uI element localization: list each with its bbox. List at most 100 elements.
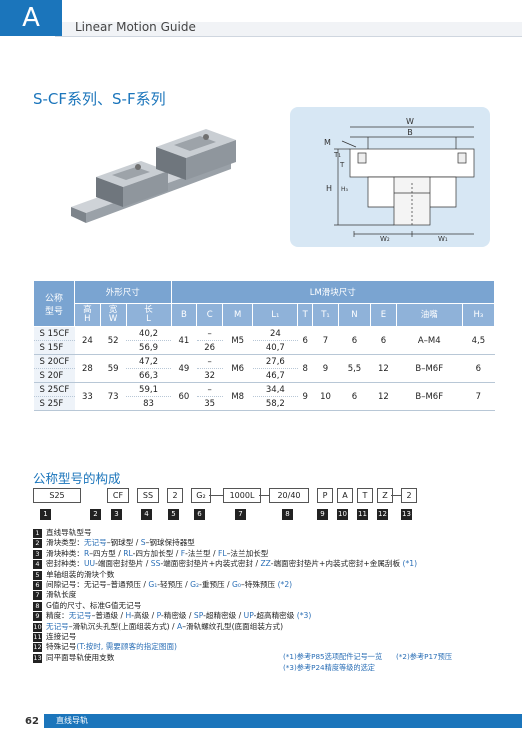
table-cell: 10 [312, 382, 339, 411]
code-connector [259, 495, 269, 496]
label-b: B [407, 128, 413, 137]
table-cell: 35 [196, 396, 223, 411]
table-cell: 6 [297, 326, 313, 355]
code-number: 12 [377, 509, 388, 520]
table-cell: 66,3 [126, 368, 172, 383]
legend-text: A [177, 621, 183, 631]
code-number: 11 [357, 509, 368, 520]
legend-number: 9 [33, 612, 42, 622]
legend-text: 无记号 [46, 621, 69, 631]
legend-text: FL [218, 548, 227, 558]
legend-text: (*1) [402, 559, 418, 569]
table-cell: 49 [171, 354, 197, 383]
table-cell: 7 [312, 326, 339, 355]
table-cell: 7 [462, 382, 495, 411]
legend-text: RL [123, 548, 133, 558]
code-title: 公称型号的构成 [33, 471, 121, 486]
table-cell: 9 [297, 382, 313, 411]
legend-number: 8 [33, 601, 42, 611]
code-box: 2 [401, 488, 417, 503]
legend-text: -轻预压 / [157, 580, 191, 589]
col-sub: H₃ [461, 303, 496, 327]
code-box: CF [107, 488, 129, 503]
legend-text: -端面密封垫片+内装式密封+金属刮板 [270, 559, 403, 569]
col-sub: C [196, 303, 224, 327]
col-block: LM滑块尺寸 [170, 280, 496, 304]
table-cell: 24 [252, 326, 298, 341]
chapter-tab: A [0, 0, 62, 36]
legend-number: 6 [33, 581, 42, 590]
table-cell: S 25F [33, 396, 75, 411]
col-sub: 高 H [74, 303, 101, 327]
legend-text: P [156, 611, 161, 621]
label-h3: H₃ [341, 186, 349, 193]
table-cell: 73 [100, 382, 126, 411]
col-outer: 外形尺寸 [74, 280, 172, 304]
table-cell: M5 [222, 326, 253, 355]
table-cell: 8 [297, 354, 313, 383]
legend-text: (T:按时, 需要顾客的指定图面) [76, 642, 178, 652]
table-cell: 5,5 [338, 354, 371, 383]
legend-text: H [125, 611, 132, 621]
legend-text: UU [83, 559, 96, 569]
legend-item: 12 特殊记号(T:按时, 需要顾客的指定图面) [33, 642, 178, 653]
code-box: 1000L [223, 488, 261, 503]
legend-text: –滑轨沉头孔型(上面组装方式) / [68, 621, 178, 631]
legend-text: 间隙记号：无记号–普通预压 / [46, 580, 149, 589]
legend-text: -四方加长型 / [132, 548, 181, 558]
code-number: 8 [282, 509, 293, 520]
footer-bar [44, 714, 522, 728]
table-cell: 6 [370, 326, 397, 355]
legend-text: -超高精密级 [253, 611, 297, 621]
legend-text: G₁ [148, 580, 158, 589]
table-cell: S 20F [33, 368, 75, 383]
table-cell: – [196, 326, 223, 341]
code-number: 1 [40, 509, 51, 520]
legend-text: (*3) [296, 611, 312, 621]
page-footer: 62 直线导轨 [0, 712, 522, 740]
legend-text: ZZ [260, 559, 271, 569]
col-sub: E [370, 303, 397, 327]
legend-text: R [83, 548, 90, 558]
code-number: 4 [141, 509, 152, 520]
legend-number: 3 [33, 549, 42, 559]
table-cell: 60 [171, 382, 197, 411]
legend-text: -精密级 / [161, 611, 194, 621]
table-cell: 83 [126, 396, 172, 411]
legend-number: 12 [33, 643, 42, 653]
legend-text: G₂ [190, 580, 200, 589]
label-w1: W₁ [438, 235, 448, 241]
table-cell: 26 [196, 340, 223, 355]
code-number: 10 [337, 509, 348, 520]
code-number: 6 [194, 509, 205, 520]
legend-text: -端面密封垫片 / [95, 559, 151, 569]
legend-text: –四方型 / [89, 548, 124, 558]
col-sub: M [222, 303, 254, 327]
legend-text: G₀ [232, 580, 241, 589]
table-cell: 12 [370, 382, 397, 411]
code-connector [391, 495, 401, 496]
legend-text: 滑轨长度 [46, 590, 77, 600]
col-model: 公称 型号 [33, 280, 75, 327]
code-box: A [337, 488, 353, 503]
code-number: 5 [168, 509, 179, 520]
table-cell: B–M6F [396, 382, 463, 411]
code-number: 9 [317, 509, 328, 520]
table-cell: 9 [312, 354, 339, 383]
legend-text: 无记号 [68, 611, 92, 621]
legend-text: 滑块种类： [46, 548, 84, 558]
page-header: A Linear Motion Guide [0, 0, 522, 40]
legend-text: 特殊记号 [46, 642, 77, 652]
legend-text: –普通级 / [91, 611, 126, 621]
legend-text: –特殊预压 [240, 580, 278, 589]
table-cell: 56,9 [126, 340, 172, 355]
legend-text: -法兰型 / [185, 548, 218, 558]
table-cell: 12 [370, 354, 397, 383]
